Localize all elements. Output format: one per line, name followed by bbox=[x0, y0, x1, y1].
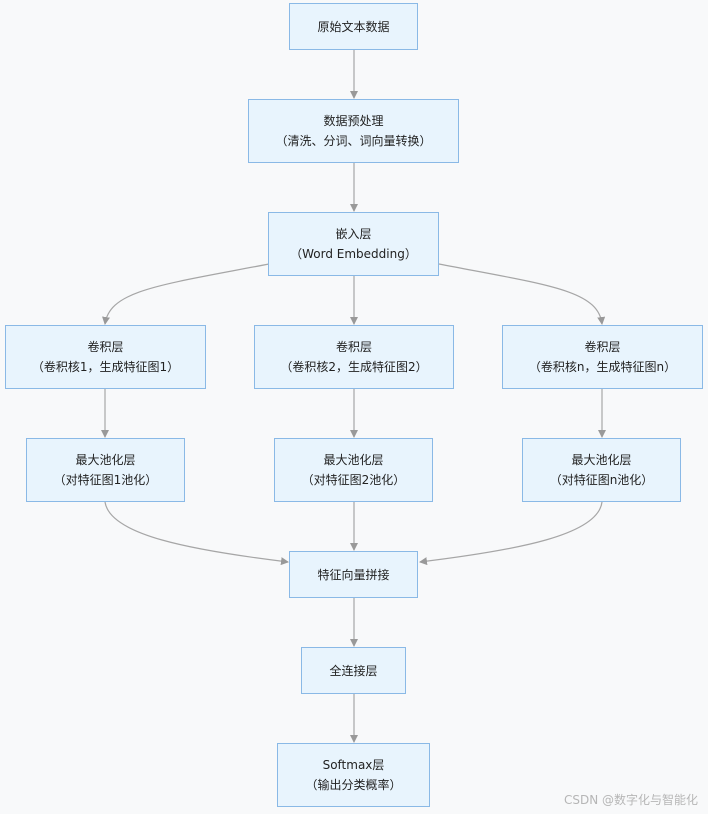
node-preprocess: 数据预处理 （清洗、分词、词向量转换） bbox=[248, 99, 459, 163]
node-concat: 特征向量拼接 bbox=[289, 551, 418, 598]
watermark: CSDN @数字化与智能化 bbox=[563, 793, 698, 807]
node-conv-1: 卷积层 （卷积核1，生成特征图1） bbox=[5, 325, 206, 389]
node-embedding-desc: （Word Embedding） bbox=[290, 247, 417, 261]
node-conv-2-desc: （卷积核2，生成特征图2） bbox=[280, 360, 428, 374]
node-conv-n: 卷积层 （卷积核n，生成特征图n） bbox=[502, 325, 703, 389]
node-pool-n-title: 最大池化层 bbox=[571, 453, 632, 467]
node-concat-title: 特征向量拼接 bbox=[317, 567, 390, 582]
node-pool-2-desc: （对特征图2池化） bbox=[301, 473, 406, 487]
node-softmax-desc: （输出分类概率） bbox=[305, 778, 402, 792]
node-fully-connected-title: 全连接层 bbox=[329, 663, 378, 678]
node-conv-1-desc: （卷积核1，生成特征图1） bbox=[31, 360, 180, 374]
node-preprocess-desc: （清洗、分词、词向量转换） bbox=[275, 134, 432, 148]
node-pool-n: 最大池化层 （对特征图n池化） bbox=[522, 438, 681, 502]
node-pool-n-desc: （对特征图n池化） bbox=[549, 473, 654, 487]
node-pool-1-desc: （对特征图1池化） bbox=[53, 473, 158, 487]
node-fully-connected: 全连接层 bbox=[301, 647, 406, 694]
node-embedding: 嵌入层 （Word Embedding） bbox=[268, 212, 439, 276]
node-conv-n-desc: （卷积核n，生成特征图n） bbox=[528, 360, 677, 374]
node-raw-text-title: 原始文本数据 bbox=[317, 19, 390, 34]
node-conv-2: 卷积层 （卷积核2，生成特征图2） bbox=[254, 325, 454, 389]
node-softmax-title: Softmax层 bbox=[322, 758, 385, 772]
node-conv-1-title: 卷积层 bbox=[87, 340, 124, 354]
node-preprocess-title: 数据预处理 bbox=[323, 114, 384, 128]
edge-pool1-concat bbox=[104, 501, 289, 566]
node-conv-n-title: 卷积层 bbox=[584, 340, 621, 354]
node-raw-text: 原始文本数据 bbox=[289, 3, 418, 50]
node-pool-2-title: 最大池化层 bbox=[323, 453, 384, 467]
edge-embed-convn bbox=[438, 263, 606, 325]
node-pool-2: 最大池化层 （对特征图2池化） bbox=[274, 438, 433, 502]
node-pool-1: 最大池化层 （对特征图1池化） bbox=[26, 438, 185, 502]
node-embedding-title: 嵌入层 bbox=[335, 227, 372, 241]
node-softmax: Softmax层 （输出分类概率） bbox=[277, 743, 430, 807]
node-conv-2-title: 卷积层 bbox=[335, 340, 372, 354]
edge-embed-conv1 bbox=[102, 263, 270, 325]
edge-pooln-concat bbox=[419, 501, 603, 566]
node-pool-1-title: 最大池化层 bbox=[75, 453, 136, 467]
